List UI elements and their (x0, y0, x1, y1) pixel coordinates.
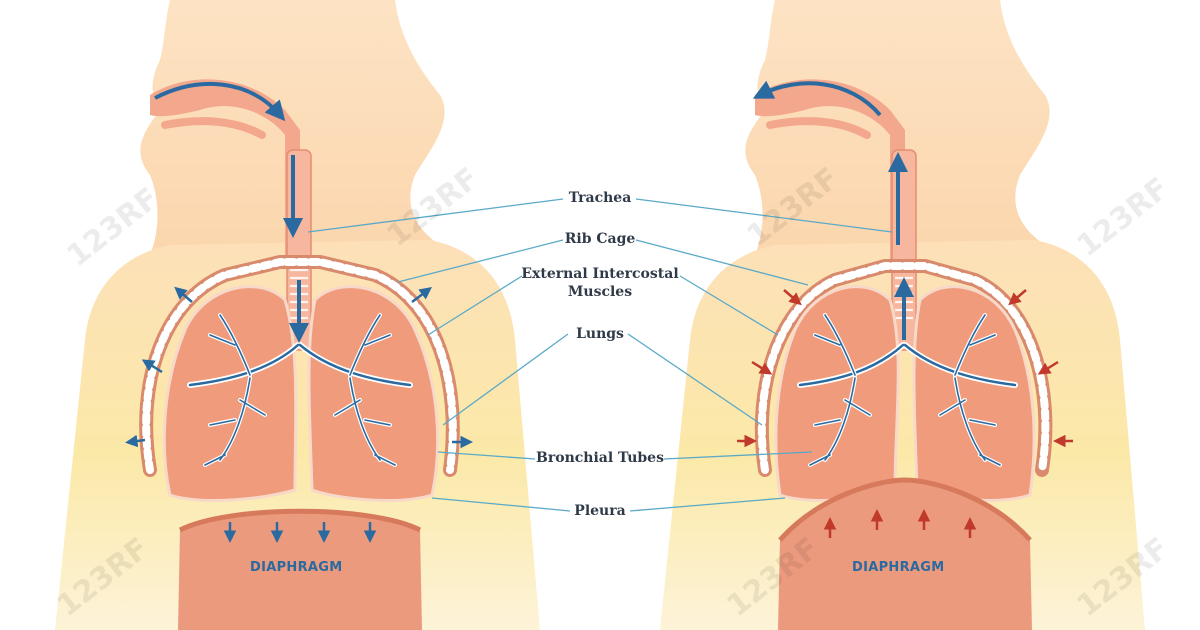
left-lung-right-side (162, 285, 298, 502)
leader-lines (307, 198, 893, 512)
left-bronchial-tubes (187, 313, 413, 467)
left-diaphragm-label: DIAPHRAGM (250, 560, 343, 575)
label-lungs: Lungs (576, 326, 624, 342)
label-external-intercostal-line2: Muscles (567, 284, 633, 300)
label-trachea: Trachea (568, 190, 632, 206)
left-figure (55, 0, 540, 630)
label-pleura: Pleura (574, 503, 626, 519)
left-airflow-arrow-nose (154, 82, 286, 122)
right-figure (660, 0, 1145, 630)
right-diaphragm-label: DIAPHRAGM (852, 560, 945, 575)
left-diaphragm (178, 511, 422, 630)
right-bronchial-tubes (797, 313, 1018, 467)
left-lung-left-side (307, 285, 440, 502)
right-airflow-arrow-nose (752, 80, 882, 117)
right-contraction-arrows (737, 289, 1073, 538)
left-nasal-cavity (150, 79, 300, 260)
right-lung-left-side (912, 285, 1036, 502)
label-bronchial-tubes: Bronchial Tubes (536, 450, 664, 466)
label-external-intercostal-line1: External Intercostal (521, 266, 679, 282)
left-expansion-arrows (125, 286, 473, 543)
label-rib-cage: Rib Cage (564, 231, 636, 247)
right-lung-right-side (774, 285, 900, 502)
